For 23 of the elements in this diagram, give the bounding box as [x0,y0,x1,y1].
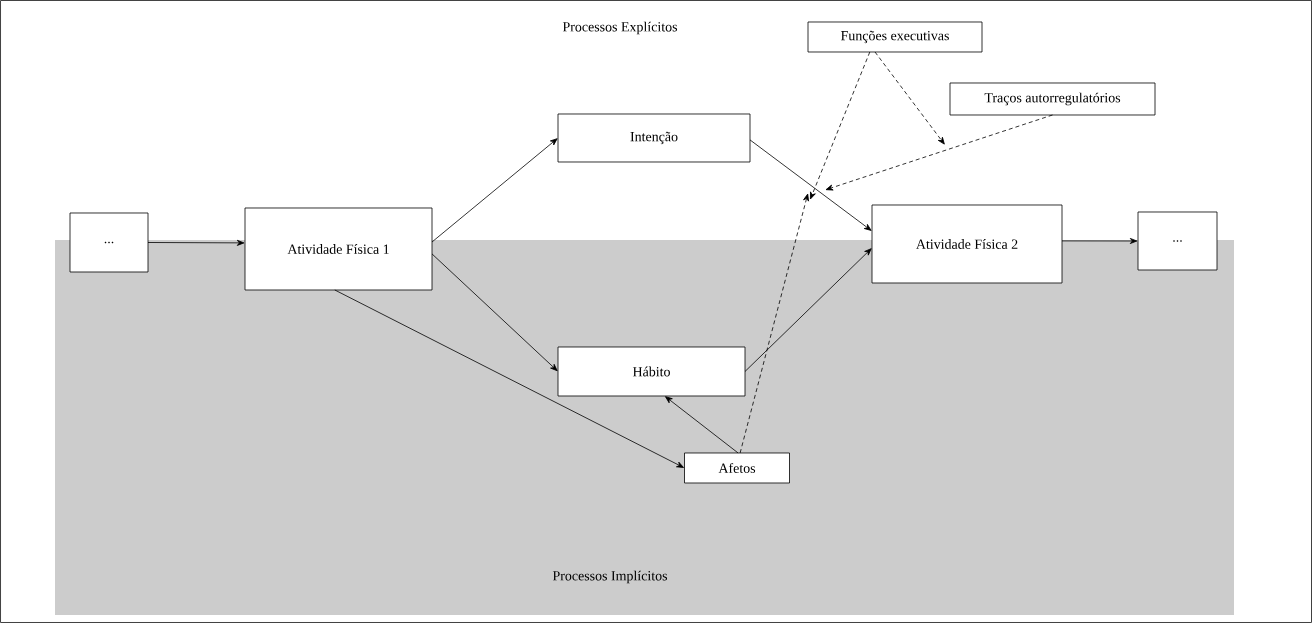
arrow [147,239,245,246]
box: ... [1137,211,1218,271]
box: Atividade Física 2 [871,204,1063,284]
arrow [1061,238,1138,244]
arrow [744,248,872,372]
box: Intenção [557,113,751,163]
box: Hábito [557,346,746,397]
box: Afetos [684,452,790,484]
box: Funções executivas [807,21,983,53]
box: Atividade Física 1 [244,207,433,291]
arrow [334,289,684,468]
arrow [749,139,872,231]
dashed-arrow [874,51,945,145]
dashed-arrow [810,51,871,200]
region-label: Processos Explícitos [562,21,678,35]
region-label: Processos Implícitos [552,570,668,584]
dashed-arrow [739,193,809,454]
box: ... [69,212,149,273]
box: Traços autorregulatórios [949,82,1156,116]
arrow [431,253,558,372]
arrow [665,396,739,454]
dashed-arrow [825,114,1053,191]
arrow [431,138,558,243]
